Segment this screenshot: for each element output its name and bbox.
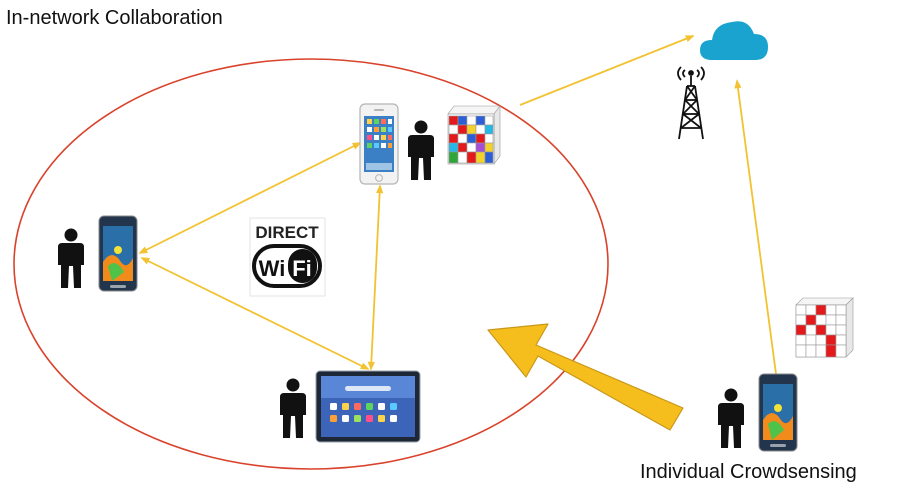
individual-crowdsensing-label: Individual Crowdsensing <box>640 461 857 483</box>
wifi-brand-fi: Fi <box>292 256 312 281</box>
join-collaboration-arrow <box>487 323 684 431</box>
link-galaxy-to-tablet <box>140 257 370 370</box>
wifi-brand-wi: Wi <box>259 256 286 281</box>
smartphone-icon <box>359 103 399 185</box>
collaboration-boundary <box>13 58 609 470</box>
person-icon <box>718 388 744 448</box>
person-icon <box>280 378 306 438</box>
link-iphone-to-tablet <box>367 184 384 371</box>
wifi-direct-icon: DIRECT Wi Fi <box>249 217 326 297</box>
smartphone-icon <box>758 373 798 452</box>
wifi-direct-label: DIRECT <box>255 223 319 242</box>
in-network-collaboration-label: In-network Collaboration <box>6 7 223 29</box>
smartphone-icon <box>98 215 138 292</box>
data-matrix-icon <box>447 105 501 165</box>
cloud-icon <box>694 6 770 70</box>
person-icon <box>58 228 84 288</box>
cell-tower-icon <box>674 64 708 142</box>
tablet-icon <box>315 370 421 443</box>
link-crowd-phone-to-cloud <box>734 79 777 375</box>
link-iphone-to-galaxy <box>138 142 362 254</box>
data-matrix-icon <box>795 297 854 358</box>
link-iphone-to-cloud <box>519 35 695 106</box>
person-icon <box>408 120 434 180</box>
